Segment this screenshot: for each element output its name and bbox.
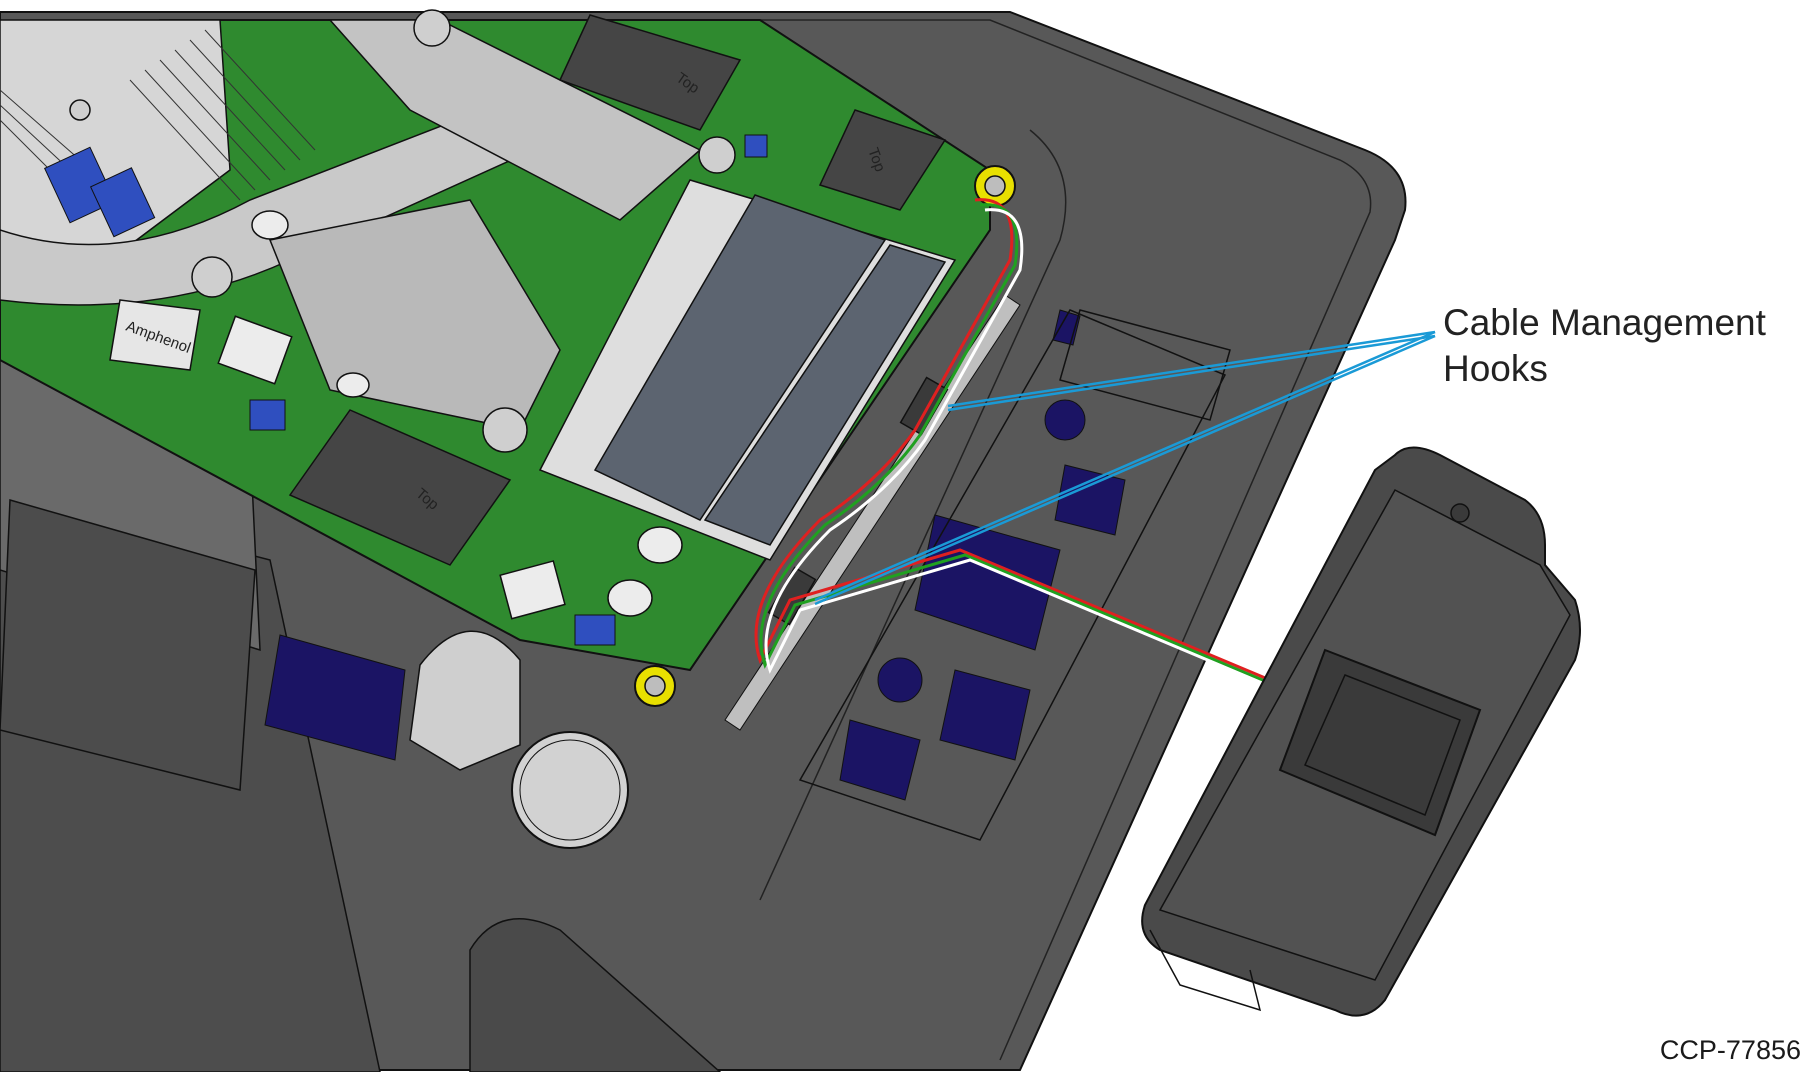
grounding-screws [634,165,1016,707]
capacitors [217,210,683,620]
heatsink-fins [0,29,316,201]
cable-bundle [754,198,1275,690]
heatsink-fan-housing [0,19,231,261]
chip-top-3: Top [288,409,512,566]
heatsink-screws [69,9,736,453]
callout-line-2: Hooks [1443,348,1548,389]
coin-cell-battery [511,731,629,849]
chassis-bottom-recess [469,918,722,1072]
navy-ports [264,309,1126,801]
battery-holder-clip [409,630,521,771]
fingerprint-sensor-window [1278,648,1482,837]
figure-id: CCP-77856 [1659,1035,1801,1065]
heatpipe-bracket [268,199,561,431]
rear-cover-recess [0,499,256,791]
callout-leader-lines [814,330,1436,606]
blue-connectors [43,134,768,646]
chip-top-1: Top [558,14,742,131]
ram-module-2 [703,244,947,546]
connector-amphenol: Amphenol [109,299,201,371]
peripheral-module [1141,446,1581,1017]
callout-line-1: Cable Management [1443,302,1766,343]
heatpipe-main [0,79,602,306]
ram-module-1 [593,194,887,521]
port-bay-outline [798,309,1227,841]
callout-label-cable-management-hooks: Cable Management Hooks [1443,300,1766,392]
chassis-inner-rim [30,19,1372,1061]
port-bay-frame [1059,309,1231,421]
chassis-edge-curve [759,129,1067,901]
chip-top-2: Top [818,109,947,211]
coin-cell-battery-inner [519,739,621,841]
